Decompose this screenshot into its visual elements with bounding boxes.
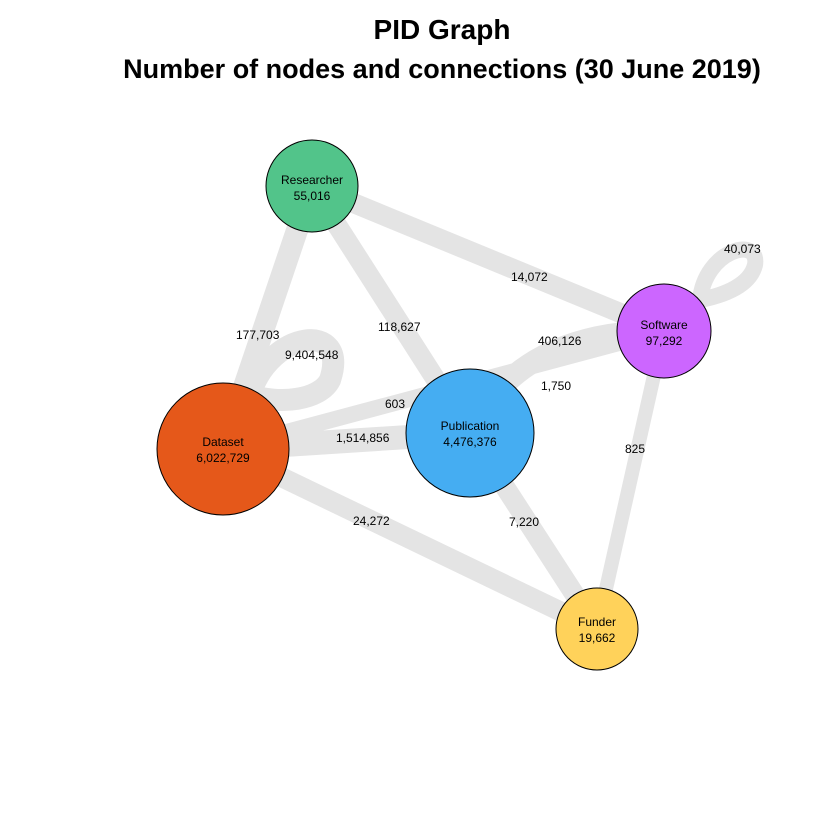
node-funder-circle — [555, 587, 639, 671]
edge-dataset-funder — [218, 439, 602, 639]
node-researcher-circle — [265, 139, 359, 233]
node-publication-name: Publication — [441, 419, 500, 433]
edge-label-publication-publication: 603 — [385, 397, 405, 411]
edge-label-dataset-funder: 24,272 — [353, 514, 390, 528]
node-dataset[interactable]: Dataset 6,022,729 — [156, 382, 290, 516]
edge-label-researcher-software: 14,072 — [511, 270, 548, 284]
node-dataset-count: 6,022,729 — [196, 451, 250, 465]
edge-label-publication-funder: 7,220 — [509, 515, 539, 529]
node-publication-circle — [405, 368, 535, 498]
edge-researcher-software — [308, 176, 668, 341]
edge-label-software-software: 40,073 — [724, 242, 761, 256]
edge-labels: 14,072 177,703 118,627 9,404,548 40,073 … — [236, 242, 761, 529]
edge-software-funder — [590, 329, 671, 631]
edge-label-researcher-dataset: 177,703 — [236, 328, 280, 342]
edge-software-software — [690, 241, 764, 310]
edge-label-publication-software: 406,126 — [538, 334, 582, 348]
node-software-name: Software — [640, 318, 688, 332]
node-researcher-name: Researcher — [281, 173, 343, 187]
edge-dataset-dataset — [236, 329, 345, 411]
node-dataset-name: Dataset — [202, 435, 244, 449]
node-software-count: 97,292 — [646, 334, 683, 348]
node-researcher-count: 55,016 — [294, 189, 331, 203]
node-publication-count: 4,476,376 — [443, 435, 497, 449]
node-software[interactable]: Software 97,292 — [616, 283, 712, 379]
edge-label-dataset-publication: 1,514,856 — [336, 431, 390, 445]
node-software-circle — [616, 283, 712, 379]
node-researcher[interactable]: Researcher 55,016 — [265, 139, 359, 233]
node-funder-count: 19,662 — [579, 631, 616, 645]
edge-label-software-funder: 825 — [625, 442, 645, 456]
chart-title: PID Graph — [373, 14, 511, 45]
node-funder[interactable]: Funder 19,662 — [555, 587, 639, 671]
chart-subtitle: Number of nodes and connections (30 June… — [123, 54, 761, 84]
edge-label-dataset-dataset: 9,404,548 — [285, 348, 339, 362]
node-dataset-circle — [156, 382, 290, 516]
edge-label-dataset-software: 1,750 — [541, 379, 571, 393]
edge-label-researcher-publication: 118,627 — [378, 320, 421, 334]
node-funder-name: Funder — [578, 615, 616, 629]
node-publication[interactable]: Publication 4,476,376 — [405, 368, 535, 498]
